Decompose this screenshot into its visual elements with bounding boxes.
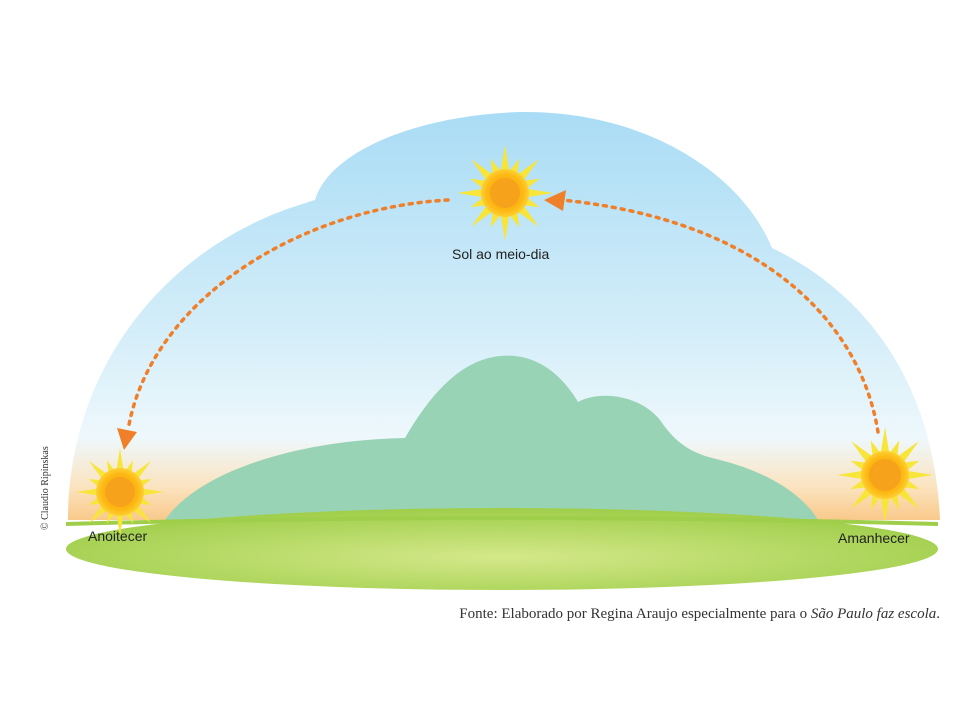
sun-path-arrows: [117, 190, 880, 450]
arrow-noon-to-dusk: [126, 198, 450, 432]
arrow-head-icon: [544, 190, 566, 211]
ground: [65, 508, 939, 590]
sun-center: [869, 459, 901, 491]
sun-icon: [837, 427, 933, 523]
sun-icon: [457, 145, 553, 241]
caption-italic: São Paulo faz escola: [810, 606, 937, 622]
sun-icon: [76, 448, 164, 536]
caption-suffix: .: [936, 606, 940, 622]
label-dusk: Anoitecer: [88, 528, 148, 544]
arrow-head-icon: [117, 428, 137, 450]
arrow-dawn-to-noon: [560, 198, 880, 434]
label-noon-sun: Sol ao meio-dia: [452, 246, 550, 262]
mountains: [165, 355, 818, 520]
label-dawn: Amanhecer: [838, 530, 910, 546]
sun-center: [105, 477, 135, 507]
source-caption: Fonte: Elaborado por Regina Araujo espec…: [459, 606, 940, 623]
image-credit: © Claudio Ripinskas: [40, 446, 51, 530]
sun-center: [490, 178, 520, 208]
sky-dome: [68, 111, 940, 521]
caption-prefix: Fonte: Elaborado por Regina Araujo espec…: [459, 606, 811, 622]
